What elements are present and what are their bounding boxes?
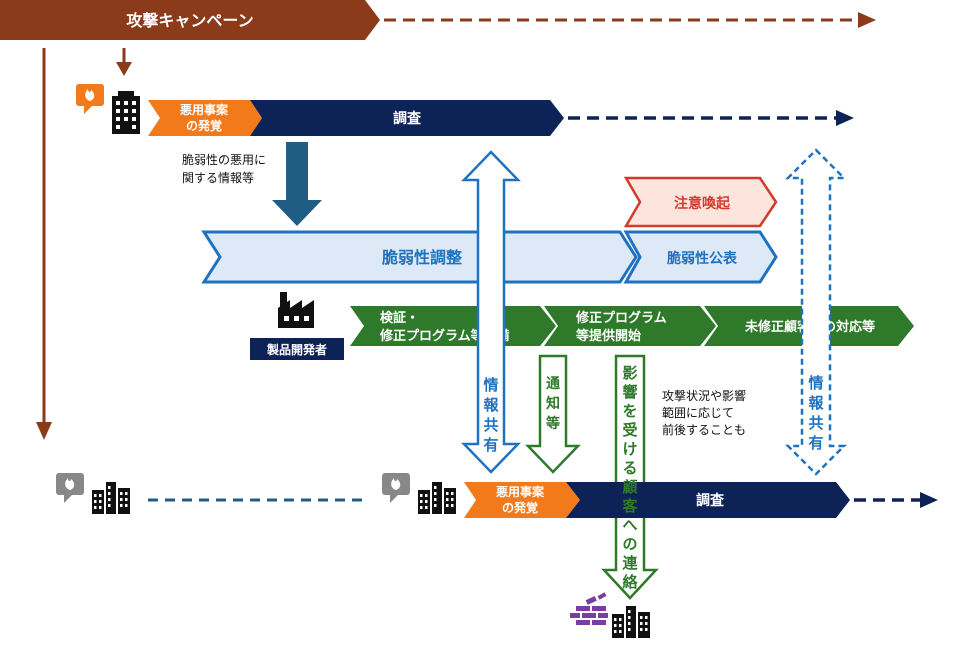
buildings-icon-mid — [418, 482, 456, 514]
alert-bubble-icon — [76, 84, 104, 114]
customer-contact-char: を — [622, 402, 637, 420]
bottom-investigation-label: 調査 — [696, 492, 725, 509]
bottom-discovery-line1: 悪用事案 — [496, 484, 545, 499]
release-chevron: 修正プログラム 等提供開始 — [544, 306, 716, 346]
info-share2-arrow: 情 報 共 有 — [784, 148, 848, 476]
info-share-char2: 報 — [483, 396, 499, 414]
campaign-dashed-extension — [384, 12, 876, 28]
top-investigation-label: 調査 — [393, 110, 422, 127]
building-icon — [112, 91, 140, 134]
customer-contact-char: 響 — [622, 383, 637, 401]
verify-chevron: 検証・ 修正プログラム等準備 — [350, 306, 556, 346]
bottom-investigation-dashed — [854, 492, 938, 508]
gray-alert-bubble-icon-2 — [382, 473, 410, 503]
customer-contact-char: 顧 — [622, 478, 637, 496]
info-note-line1: 脆弱性の悪用に — [182, 152, 266, 167]
notify-char2: 知 — [546, 395, 560, 412]
campaign-label: 攻撃キャンペーン — [126, 11, 253, 30]
side-note-line2: 範囲に応じて — [662, 405, 734, 420]
top-discovery-line2: の発覚 — [186, 118, 222, 133]
info-down-arrow — [272, 142, 322, 226]
customer-contact-char: 影 — [622, 364, 637, 382]
top-investigation-chevron: 調査 — [250, 100, 564, 136]
info-share2-char4: 有 — [808, 434, 823, 452]
customer-contact-char: の — [622, 535, 637, 553]
brick-wall-icon — [570, 592, 608, 625]
notify-char1: 通 — [546, 376, 560, 392]
customer-contact-char: け — [622, 440, 637, 458]
top-investigation-dashed — [568, 110, 854, 126]
notify-arrow: 通 知 等 — [525, 354, 581, 474]
top-discovery-line1: 悪用事案 — [180, 102, 229, 117]
notify-char3: 等 — [546, 415, 560, 432]
customer-contact-char: へ — [622, 516, 637, 534]
advisory-chevron: 注意喚起 — [623, 176, 778, 228]
bottom-investigation-chevron: 調査 — [566, 482, 850, 518]
info-share-char4: 有 — [483, 436, 498, 454]
disclosure-label: 脆弱性公表 — [666, 250, 738, 267]
customer-contact-char: 連 — [622, 554, 638, 572]
advisory-label: 注意喚起 — [674, 195, 731, 212]
customer-contact-char: る — [622, 459, 637, 477]
coordination-label: 脆弱性調整 — [382, 248, 462, 267]
customer-contact-char: 絡 — [622, 573, 638, 591]
side-note-line1: 攻撃状況や影響 — [662, 388, 746, 403]
info-share-char1: 情 — [483, 376, 498, 394]
campaign-to-incident-arrow — [116, 48, 132, 76]
buildings-icon-bottom — [612, 606, 650, 638]
customer-contact-arrow — [601, 354, 659, 600]
info-share-arrow: 情 報 共 有 — [461, 150, 521, 474]
coordination-chevron: 脆弱性調整 — [201, 230, 638, 284]
buildings-icon-left — [92, 482, 130, 514]
release-line2: 等提供開始 — [575, 328, 641, 344]
info-share-char3: 共 — [483, 416, 498, 434]
campaign-arrow: 攻撃キャンペーン — [0, 0, 380, 40]
factory-icon — [278, 292, 314, 328]
campaign-timeline-arrow — [36, 48, 52, 440]
info-share2-char2: 報 — [808, 394, 824, 412]
customer-contact-char: 受 — [622, 421, 637, 439]
bottom-discovery-line2: の発覚 — [502, 500, 538, 515]
side-note-line3: 前後することも — [662, 422, 746, 437]
release-line1: 修正プログラム — [575, 310, 667, 326]
info-share2-char1: 情 — [808, 374, 823, 392]
customer-contact-char: 客 — [621, 497, 638, 515]
info-share2-char3: 共 — [808, 414, 823, 432]
verify-line1: 検証・ — [380, 310, 419, 326]
bottom-discovery-chevron: 悪用事案 の発覚 — [464, 482, 580, 518]
vendor-badge-label: 製品開発者 — [266, 342, 327, 357]
vendor-badge: 製品開発者 — [250, 338, 344, 360]
disclosure-chevron: 脆弱性公表 — [623, 230, 778, 284]
info-note-line2: 関する情報等 — [182, 171, 254, 185]
gray-alert-bubble-icon — [56, 473, 84, 503]
top-discovery-chevron: 悪用事案 の発覚 — [148, 100, 262, 136]
